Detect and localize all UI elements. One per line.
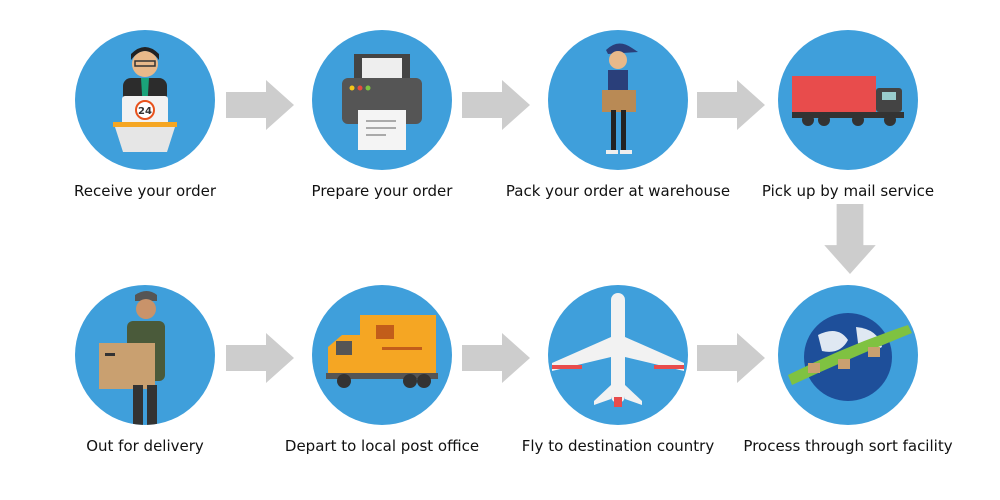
airplane-icon: [548, 285, 688, 425]
step-pack-order: Pack your order at warehouse: [498, 30, 738, 200]
step-label: Pick up by mail service: [761, 182, 935, 200]
arrow-down: [824, 204, 876, 274]
agent-badge: 24: [138, 106, 152, 117]
call-center-agent-icon: 24: [75, 30, 215, 170]
step-label: Out for delivery: [86, 437, 204, 455]
step-label: Process through sort facility: [743, 437, 953, 455]
step-out-for-delivery: Out for delivery: [25, 285, 265, 455]
step-sort-facility: Process through sort facility: [728, 285, 968, 455]
step-label: Depart to local post office: [284, 437, 480, 455]
warehouse-worker-icon: [548, 30, 688, 170]
step-label: Prepare your order: [311, 182, 453, 200]
printer-icon: [312, 30, 452, 170]
step-pick-up: Pick up by mail service: [728, 30, 968, 200]
step-label: Fly to destination country: [521, 437, 715, 455]
delivery-truck-icon: [312, 285, 452, 425]
step-receive-order: 24 Receive your order: [25, 30, 265, 200]
step-prepare-order: Prepare your order: [262, 30, 502, 200]
globe-icon: [778, 285, 918, 425]
truck-icon: [778, 30, 918, 170]
step-label: Receive your order: [74, 182, 216, 200]
courier-icon: [75, 285, 215, 425]
step-fly: Fly to destination country: [498, 285, 738, 455]
step-label: Pack your order at warehouse: [505, 182, 731, 200]
step-depart-local: Depart to local post office: [262, 285, 502, 455]
